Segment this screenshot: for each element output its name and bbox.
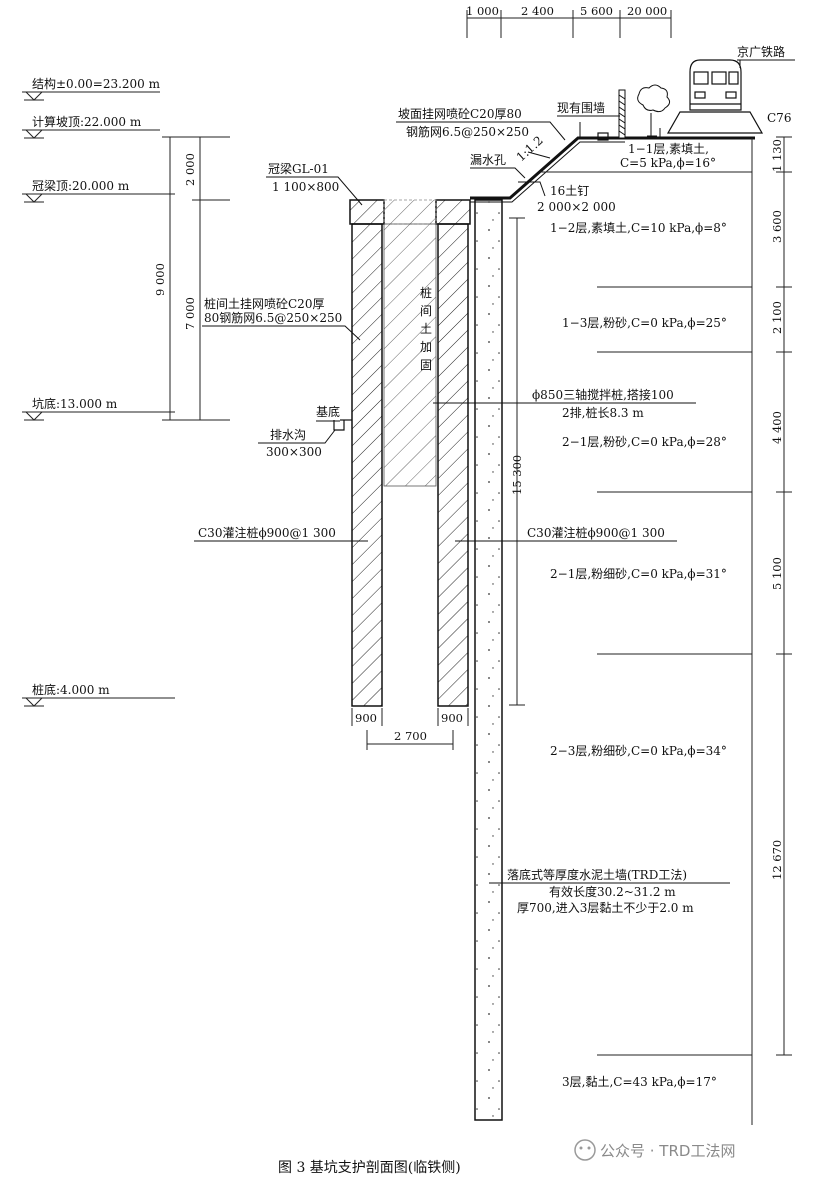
watermark: 公众号 · TRD工法网 <box>574 1139 735 1161</box>
right-dimensions <box>751 136 792 1125</box>
left-dimensions <box>162 136 230 421</box>
railway-name: 京广铁路 <box>737 44 785 59</box>
between-soil-reinforce-label: 桩 间 土 加 固 <box>420 285 432 372</box>
right-dim-5: 5 100 <box>770 557 784 590</box>
elevation-pit-bottom: 坑底:13.000 m <box>32 396 118 411</box>
figure-caption: 图 3 基坑支护剖面图(临铁侧) <box>278 1159 461 1176</box>
right-dim-1: 1 130 <box>770 139 784 172</box>
bottom-dim-pile-b: 900 <box>441 711 463 725</box>
soil-layer-4: 2−1层,粉砂,C=0 kPa,ϕ=28° <box>562 435 727 449</box>
bored-pile-right-label: C30灌注桩ϕ900@1 300 <box>527 525 665 540</box>
between-piles-label-2: 80钢筋网6.5@250×250 <box>204 310 342 325</box>
reinforce-char-2: 间 <box>420 304 432 318</box>
soil-layer-2: 1−2层,素填土,C=10 kPa,ϕ=8° <box>550 221 727 235</box>
trd-label-3: 厚700,进入3层黏土不少于2.0 m <box>517 901 694 915</box>
train-icon <box>666 59 764 134</box>
elevation-cap-beam-top: 冠梁顶:20.000 m <box>32 178 130 193</box>
right-dim-4: 4 400 <box>770 411 784 444</box>
trd-dimension <box>509 217 525 706</box>
top-dim-4: 20 000 <box>627 4 667 18</box>
soil-layer-7: 3层,黏土,C=43 kPa,ϕ=17° <box>562 1075 717 1089</box>
mixing-pile-label-1: ϕ850三轴搅拌桩,搭接100 <box>532 387 674 402</box>
reinforce-char-5: 固 <box>420 358 432 372</box>
cap-beam-label-1: 冠梁GL-01 <box>268 161 329 176</box>
bottom-dimensions <box>351 708 469 750</box>
pit-bottom-line <box>333 419 352 431</box>
reinforce-char-4: 加 <box>420 340 432 354</box>
top-dim-2: 2 400 <box>521 4 554 18</box>
elevation-markers <box>22 91 175 707</box>
top-dim-1: 1 000 <box>466 4 499 18</box>
soil-layer-1-name: 1−1层,素填土, <box>628 142 709 156</box>
mixing-pile-label-2: 2排,桩长8.3 m <box>562 405 644 420</box>
drain-outlet <box>597 132 609 141</box>
trd-dim-label: 15 300 <box>510 455 524 495</box>
trd-label-2: 有效长度30.2~31.2 m <box>549 884 676 899</box>
soil-nail-label-2: 2 000×2 000 <box>537 200 616 214</box>
reinforce-char-1: 桩 <box>420 285 432 300</box>
watermark-text: 公众号 · TRD工法网 <box>600 1142 735 1160</box>
slope-surface-label-1: 坡面挂网喷砼C20厚80 <box>398 107 522 121</box>
ditch-label-1: 排水沟 <box>270 428 306 442</box>
leader-lines <box>194 115 730 884</box>
tree-icon <box>637 84 671 137</box>
ditch-label-2: 300×300 <box>266 445 322 459</box>
existing-wall <box>618 89 626 139</box>
soil-layer-1-params: C=5 kPa,ϕ=16° <box>620 156 716 170</box>
trd-wall <box>474 199 503 1121</box>
weep-hole-label: 漏水孔 <box>470 153 506 167</box>
cap-beam-label-2: 1 100×800 <box>272 180 339 194</box>
soil-layer-3: 1−3层,粉砂,C=0 kPa,ϕ=25° <box>562 316 727 330</box>
bottom-dim-spacing: 2 700 <box>394 729 427 743</box>
bored-pile-right <box>437 223 469 707</box>
wechat-icon <box>574 1139 596 1161</box>
between-piles-label-1: 桩间土挂网喷砼C20厚 <box>204 296 324 311</box>
trd-label-1: 落底式等厚度水泥土墙(TRD工法) <box>507 867 687 882</box>
top-dim-3: 5 600 <box>580 4 613 18</box>
soil-layer-6: 2−3层,粉细砂,C=0 kPa,ϕ=34° <box>550 744 727 758</box>
soil-nail-label-1: 16土钉 <box>550 184 589 198</box>
bottom-dim-pile-a: 900 <box>355 711 377 725</box>
elevation-calc-slope-top: 计算坡顶:22.000 m <box>32 114 142 129</box>
bored-pile-left-label: C30灌注桩ϕ900@1 300 <box>198 525 336 540</box>
left-dim-upper: 2 000 <box>183 153 197 186</box>
elevation-structure-zero: 结构±0.00=23.200 m <box>32 76 161 91</box>
base-label: 基底 <box>316 404 340 419</box>
left-dim-total: 9 000 <box>153 263 167 296</box>
soil-layer-boundaries <box>540 171 752 1056</box>
elevation-pile-bottom: 桩底:4.000 m <box>32 682 110 697</box>
top-dimension-chain <box>466 10 672 38</box>
cap-beam-between <box>383 199 437 225</box>
reinforce-char-3: 土 <box>420 322 432 336</box>
cap-beam-left <box>349 199 385 225</box>
existing-wall-label: 现有围墙 <box>557 101 605 115</box>
right-dim-2: 3 600 <box>770 210 784 243</box>
right-dim-3: 2 100 <box>770 301 784 334</box>
between-pile-soil-reinforcement <box>383 223 437 487</box>
railway-code: C76 <box>767 111 791 125</box>
right-dim-6: 12 670 <box>770 840 784 880</box>
soil-layer-5: 2−1层,粉细砂,C=0 kPa,ϕ=31° <box>550 567 727 581</box>
bored-pile-left <box>351 223 383 707</box>
left-dim-lower: 7 000 <box>183 297 197 330</box>
cap-beam-right <box>435 199 471 225</box>
slope-surface-label-2: 钢筋网6.5@250×250 <box>406 124 529 139</box>
